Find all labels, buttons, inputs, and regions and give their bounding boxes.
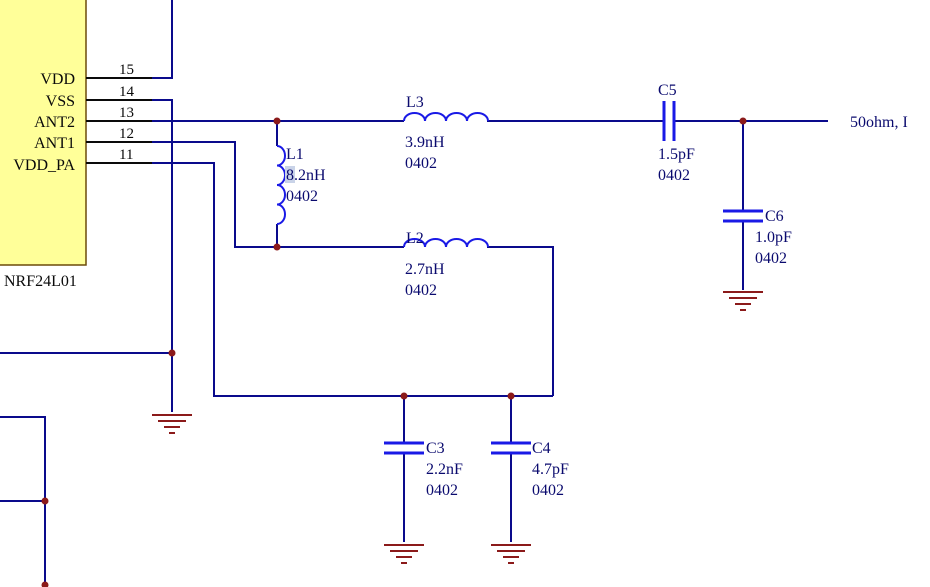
inductor-l2[interactable]: L2 2.7nH 0402	[403, 230, 489, 299]
pin-label-vdd: VDD	[40, 71, 75, 88]
l1-value: 8.2nH	[286, 167, 326, 184]
wire-l2-right	[487, 246, 554, 396]
c5-ref: C5	[658, 82, 677, 99]
pin-number-15: 15	[119, 62, 134, 78]
capacitor-c4[interactable]: C4 4.7pF 0402	[491, 440, 569, 499]
wires	[0, 0, 828, 587]
pin-label-ant1: ANT1	[34, 135, 75, 152]
l2-value: 2.7nH	[405, 261, 445, 278]
l1-coil	[276, 145, 286, 225]
pin-number-13: 13	[119, 105, 134, 121]
l2-coil	[403, 238, 489, 248]
c3-package: 0402	[426, 482, 458, 499]
l1-package: 0402	[286, 188, 318, 205]
junction-lower-left-2	[41, 581, 49, 587]
ground-symbol-vss	[152, 414, 192, 434]
c3-ref: C3	[426, 440, 445, 457]
pin-number-12: 12	[119, 126, 134, 142]
junction-c6	[739, 117, 747, 125]
pin-number-11: 11	[119, 147, 133, 163]
c5-value: 1.5pF	[658, 146, 695, 163]
pin-number-14: 14	[119, 84, 135, 100]
ground-symbol-c6	[723, 291, 763, 311]
l2-ref: L2	[406, 230, 424, 247]
l3-ref: L3	[406, 94, 424, 111]
nrf24l01-chip[interactable]: VDD VSS ANT2 ANT1 VDD_PA NRF24L01	[0, 0, 87, 290]
c6-value: 1.0pF	[755, 229, 792, 246]
junction-c3	[400, 392, 408, 400]
c4-ref: C4	[532, 440, 551, 457]
wire-vss	[152, 99, 173, 412]
wire-vdd-pa	[152, 162, 553, 397]
l2-package: 0402	[405, 282, 437, 299]
junctions	[41, 117, 747, 587]
l3-package: 0402	[405, 155, 437, 172]
junction-c4	[507, 392, 515, 400]
capacitor-c3[interactable]: C3 2.2nF 0402	[384, 440, 463, 499]
wire-vdd	[152, 0, 173, 79]
l1-value-highlight	[285, 166, 295, 183]
c4-value: 4.7pF	[532, 461, 569, 478]
capacitor-c6[interactable]: C6 1.0pF 0402	[723, 208, 792, 267]
c6-ref: C6	[765, 208, 784, 225]
c6-package: 0402	[755, 250, 787, 267]
junction-lower-left	[41, 497, 49, 505]
wire-lower-left	[0, 416, 46, 587]
l1-ref: L1	[286, 146, 304, 163]
wire-ant1	[152, 141, 404, 248]
pin-label-vss: VSS	[46, 93, 75, 110]
l3-coil	[403, 112, 489, 122]
net-label-antenna: 50ohm, I	[850, 114, 908, 131]
pin-stubs: 15 14 13 12 11	[86, 62, 152, 164]
chip-name: NRF24L01	[4, 273, 77, 290]
c3-value: 2.2nF	[426, 461, 463, 478]
c5-package: 0402	[658, 167, 690, 184]
chip-body	[0, 0, 87, 266]
inductor-l3[interactable]: L3 3.9nH 0402	[403, 94, 489, 172]
junction-l1-top	[273, 117, 281, 125]
c4-package: 0402	[532, 482, 564, 499]
l3-value: 3.9nH	[405, 134, 445, 151]
junction-vss	[168, 349, 176, 357]
pin-label-ant2: ANT2	[34, 114, 75, 131]
inductor-l1[interactable]: L1 8.2nH 0402	[276, 145, 326, 225]
ground-symbol-c3	[384, 544, 424, 564]
pin-label-vdd-pa: VDD_PA	[13, 157, 75, 174]
junction-l1-bottom	[273, 243, 281, 251]
capacitor-c5[interactable]: C5 1.5pF 0402	[658, 82, 695, 184]
ground-symbol-c4	[491, 544, 531, 564]
